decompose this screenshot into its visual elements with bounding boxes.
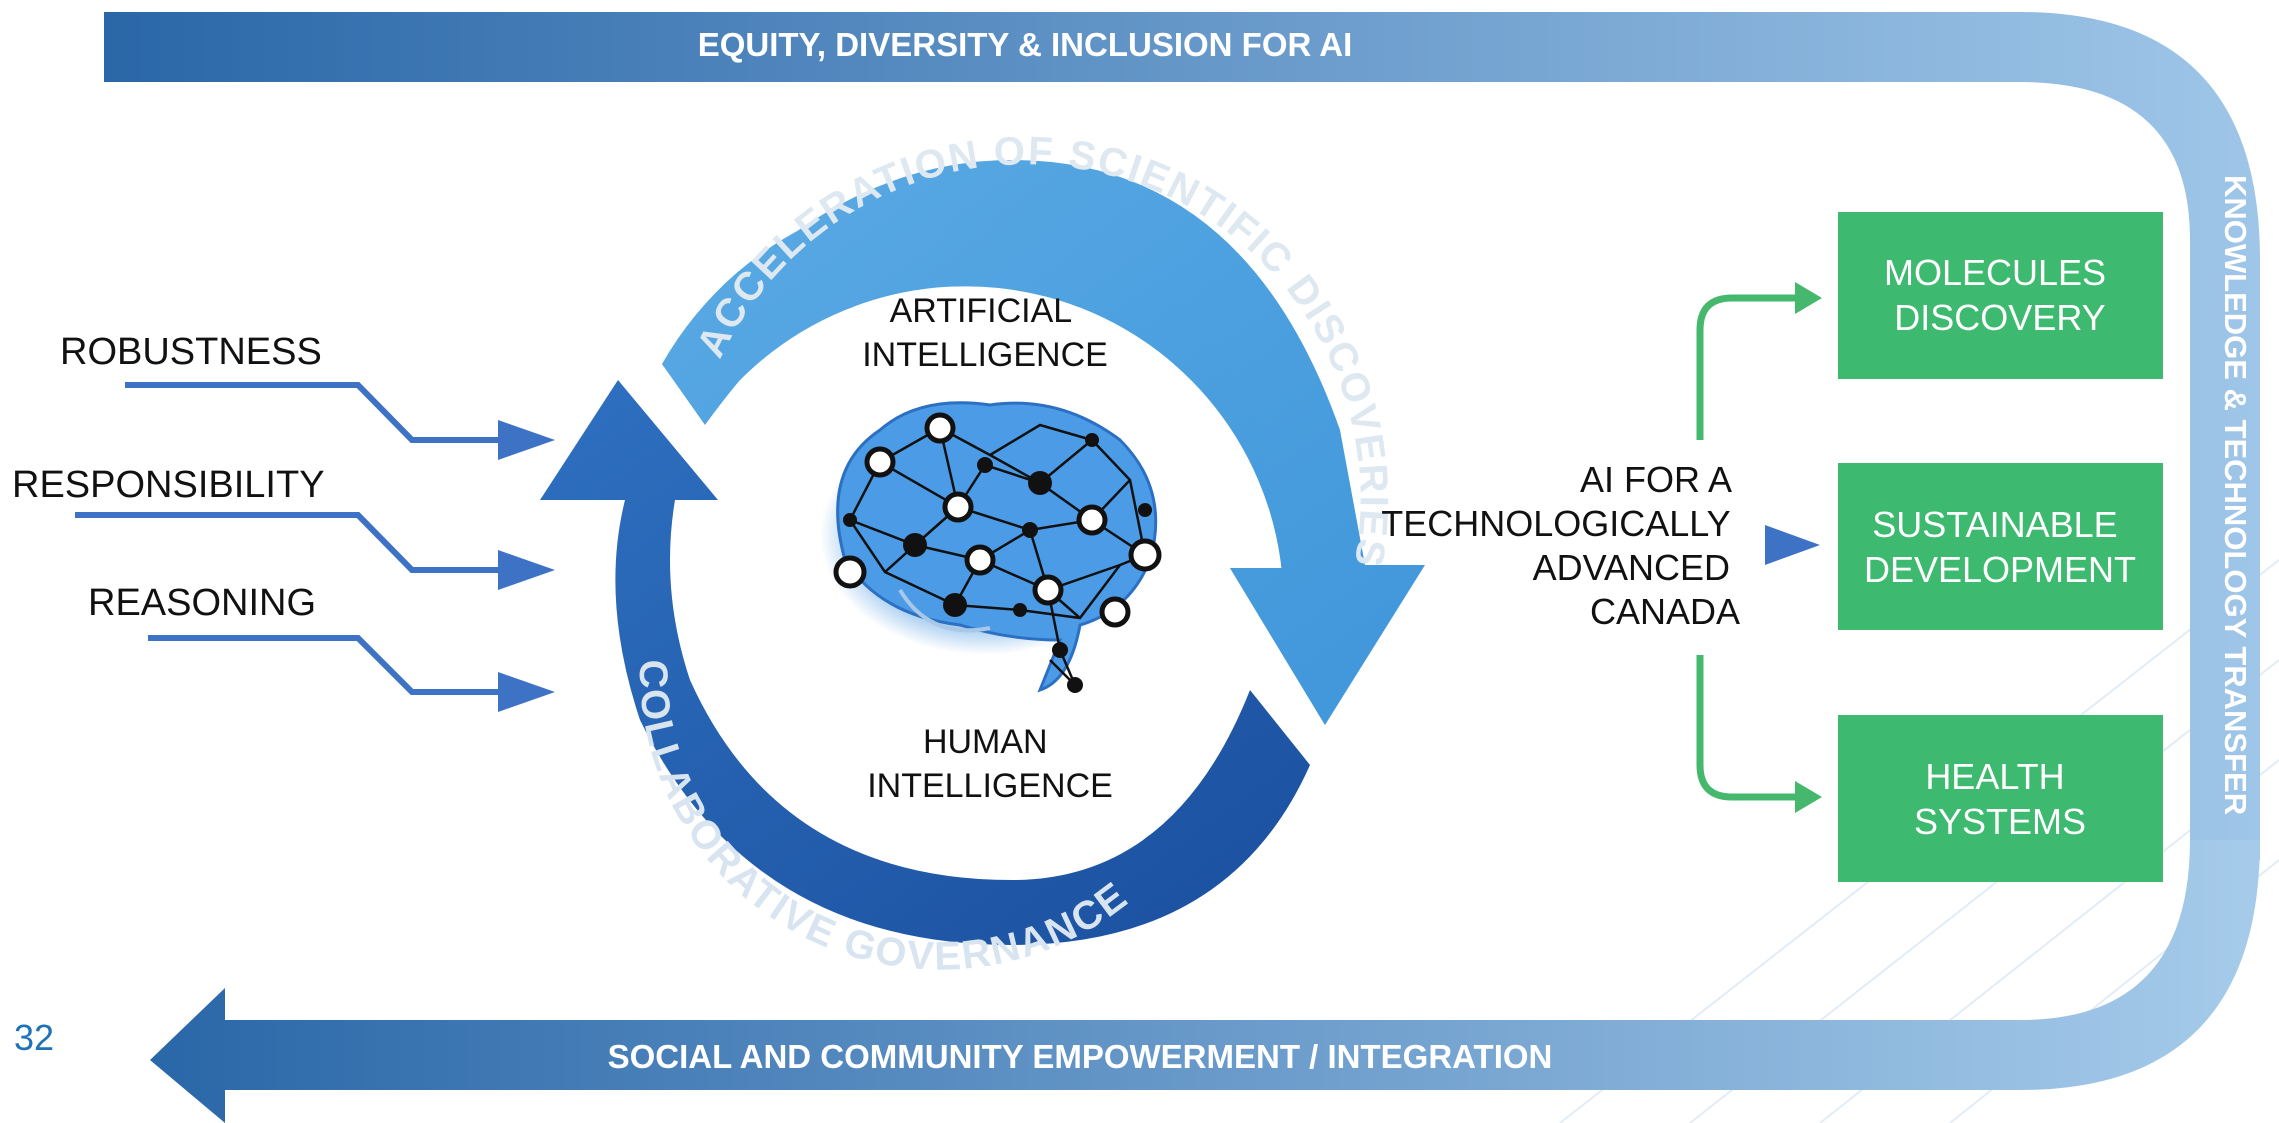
green-connectors <box>1696 294 1800 801</box>
outcome-label: AI FOR A TECHNOLOGICALLY ADVANCED CANADA <box>1381 459 1740 632</box>
right-banner-label: KNOWLEDGE & TECHNOLOGY TRANSFER <box>2218 175 2253 815</box>
box-molecules-discovery: MOLECULES DISCOVERY <box>1838 212 2163 379</box>
cycle-arc-top <box>662 188 1370 726</box>
human-intelligence-label: HUMAN INTELLIGENCE <box>867 723 1113 805</box>
input-reasoning: REASONING <box>88 582 555 712</box>
cycle-arc-bottom-shape <box>540 380 1310 945</box>
arrow-head-icon <box>498 550 555 590</box>
artificial-intelligence-label: ARTIFICIAL INTELLIGENCE <box>862 292 1108 374</box>
top-banner-label: EQUITY, DIVERSITY & INCLUSION FOR AI <box>698 26 1353 63</box>
input-arrow-line <box>148 635 500 695</box>
box-sustainable-development: SUSTAINABLE DEVELOPMENT <box>1838 463 2163 630</box>
svg-text:MOLECULES DISCOVERY: MOLECULES DISCOVERY <box>1884 252 2116 338</box>
input-label: REASONING <box>88 582 316 624</box>
input-label: ROBUSTNESS <box>60 331 322 373</box>
arrow-head-icon <box>498 672 555 712</box>
input-robustness: ROBUSTNESS <box>60 331 555 460</box>
input-arrow-line <box>125 382 500 443</box>
cycle-arc-top-shape <box>662 160 1425 725</box>
page-number: 32 <box>14 1017 54 1058</box>
green-arrow-icon <box>1795 781 1822 813</box>
bottom-banner-label: SOCIAL AND COMMUNITY EMPOWERMENT / INTEG… <box>608 1038 1553 1075</box>
box-health-systems: HEALTH SYSTEMS <box>1838 715 2163 882</box>
arrow-head-icon <box>498 420 555 460</box>
input-arrow-line <box>75 512 500 573</box>
brain-network-icon <box>820 401 1162 693</box>
svg-text:HEALTH SYSTEMS: HEALTH SYSTEMS <box>1914 756 2086 842</box>
svg-text:SUSTAINABLE DEVELOPMENT: SUSTAINABLE DEVELOPMENT <box>1864 504 2136 590</box>
input-responsibility: RESPONSIBILITY <box>12 464 555 590</box>
arc-bottom-label: COLLABORATIVE GOVERNANCE <box>631 659 1137 979</box>
bottom-banner <box>150 840 2260 1123</box>
input-label: RESPONSIBILITY <box>12 464 325 506</box>
green-arrow-icon <box>1795 282 1822 314</box>
outcome-arrow-icon <box>1765 525 1820 565</box>
